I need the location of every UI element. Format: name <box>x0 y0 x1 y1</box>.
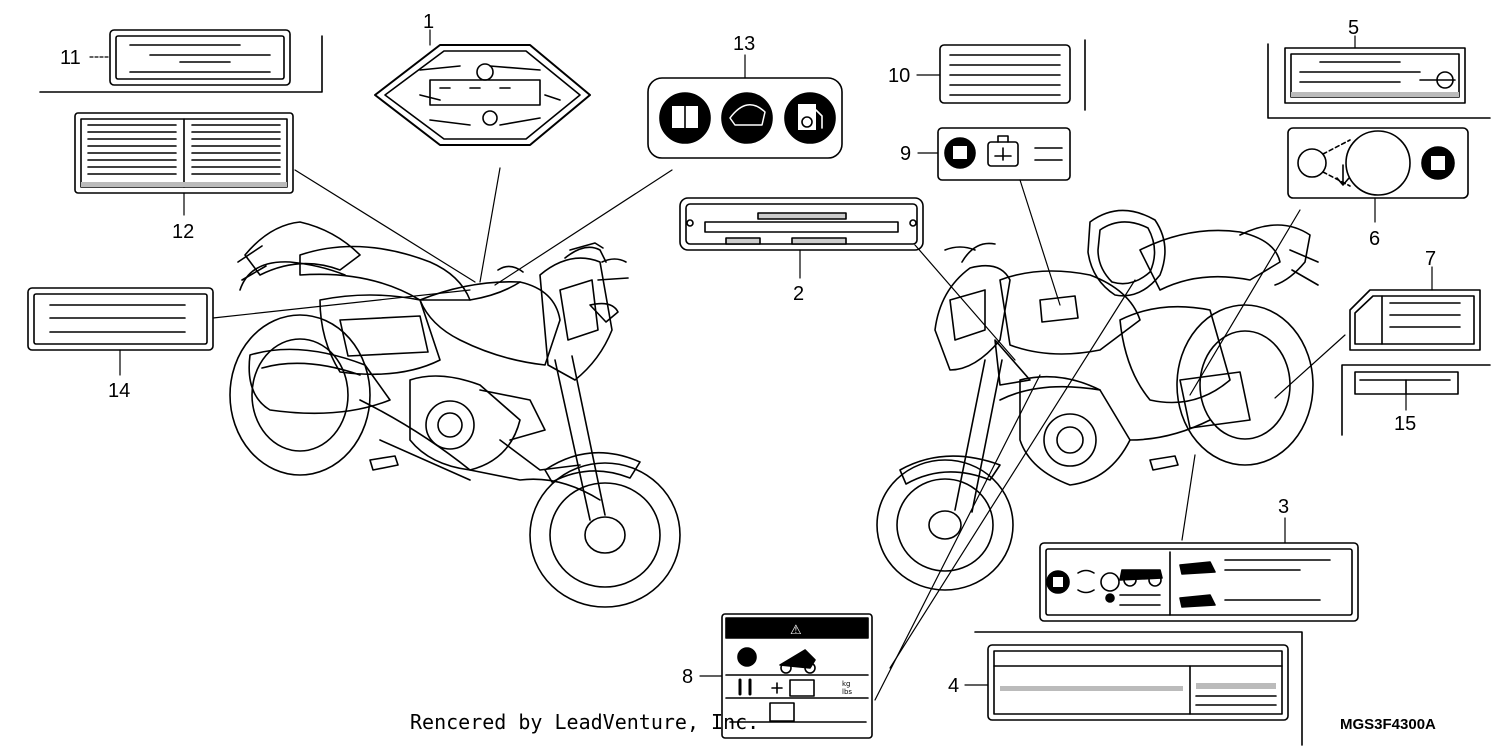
label-3 <box>1039 542 1359 622</box>
callout-12: 12 <box>172 221 194 243</box>
label-8-kg-text: kg <box>842 680 851 688</box>
callout-numbers: 1 2 3 4 5 6 7 8 9 10 11 12 13 14 15 <box>60 11 1436 697</box>
callout-13: 13 <box>733 33 755 55</box>
label-14 <box>27 287 214 351</box>
label-13 <box>647 77 843 159</box>
rendered-by-credit: Rencered by LeadVenture, Inc. <box>410 710 760 734</box>
label-4 <box>974 631 1303 746</box>
label-8-warning-icon: ⚠ <box>790 623 802 638</box>
callout-2: 2 <box>793 283 804 305</box>
motorcycle-left-view <box>229 221 681 608</box>
label-11 <box>39 29 323 93</box>
label-9 <box>937 127 1071 181</box>
callout-15: 15 <box>1394 413 1416 435</box>
label-12 <box>74 112 294 194</box>
label-10 <box>939 39 1086 111</box>
callout-7: 7 <box>1425 248 1436 270</box>
label-6 <box>1287 127 1469 199</box>
callout-5: 5 <box>1348 17 1359 39</box>
callout-1: 1 <box>423 11 434 33</box>
label-8 <box>721 613 873 739</box>
callout-3: 3 <box>1278 496 1289 518</box>
leader-lines <box>89 29 1433 701</box>
callout-10: 10 <box>888 65 910 87</box>
callout-4: 4 <box>948 675 959 697</box>
diagram-code: MGS3F4300A <box>1340 716 1436 733</box>
callout-14: 14 <box>108 380 130 402</box>
label-1 <box>374 44 591 146</box>
callout-8: 8 <box>682 666 693 688</box>
label-7 <box>1349 289 1481 351</box>
label-5 <box>1267 43 1491 119</box>
motorcycle-right-view <box>876 209 1319 591</box>
callout-6: 6 <box>1369 228 1380 250</box>
callout-11: 11 <box>60 47 81 69</box>
label-8-lbs-text: lbs <box>842 688 852 696</box>
label-2 <box>679 197 924 251</box>
callout-9: 9 <box>900 143 911 165</box>
